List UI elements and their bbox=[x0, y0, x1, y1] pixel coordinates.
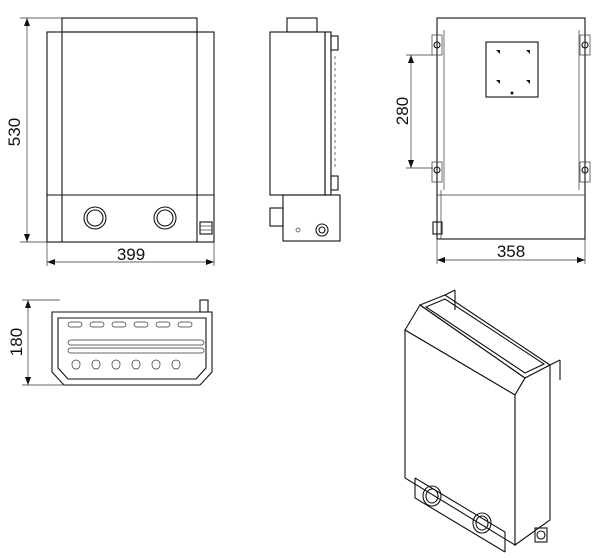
dim-label-280: 280 bbox=[393, 97, 412, 125]
dim-label-358: 358 bbox=[497, 242, 525, 261]
dimension-width-back: 358 bbox=[436, 239, 586, 264]
back-view bbox=[431, 17, 591, 240]
side-view bbox=[269, 17, 341, 242]
dim-label-399: 399 bbox=[117, 245, 145, 264]
top-view bbox=[51, 299, 213, 386]
dimension-depth: 180 bbox=[7, 299, 64, 386]
dimension-height: 530 bbox=[5, 17, 62, 243]
dimension-width-front: 399 bbox=[46, 242, 215, 266]
dim-label-530: 530 bbox=[5, 118, 24, 146]
vent-slots bbox=[67, 321, 205, 370]
dim-label-180: 180 bbox=[7, 328, 26, 356]
dimension-mount-spacing: 280 bbox=[393, 54, 433, 169]
isometric-view bbox=[404, 289, 561, 553]
front-view bbox=[46, 17, 215, 243]
